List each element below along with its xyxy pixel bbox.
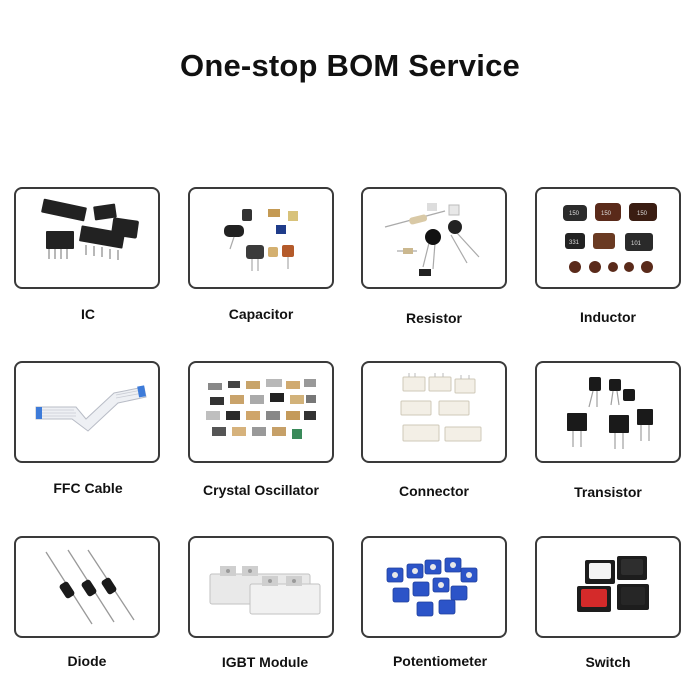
- page-title: One-stop BOM Service: [180, 48, 520, 83]
- category-card-resistor[interactable]: [361, 187, 507, 289]
- category-label-transistor: Transistor: [574, 484, 642, 500]
- category-card-inductor[interactable]: 150 150 150 331 101: [535, 187, 681, 289]
- category-label-crystal-oscillator: Crystal Oscillator: [203, 482, 319, 498]
- potentiometer-icon: [386, 557, 478, 617]
- category-label-connector: Connector: [399, 483, 469, 499]
- svg-text:101: 101: [631, 241, 642, 247]
- inductor-icon: 150 150 150 331 101: [563, 203, 657, 273]
- svg-text:331: 331: [569, 240, 580, 246]
- connector-icon: [400, 373, 482, 442]
- ffc-cable-icon: [35, 385, 147, 432]
- category-card-transistor[interactable]: [535, 361, 681, 463]
- capacitor-icon: [224, 209, 298, 271]
- category-card-switch[interactable]: [535, 536, 681, 638]
- category-card-ic[interactable]: [14, 187, 160, 289]
- category-label-switch: Switch: [585, 654, 631, 670]
- category-label-resistor: Resistor: [405, 310, 463, 326]
- category-card-potentiometer[interactable]: [361, 536, 507, 638]
- category-label-inductor: Inductor: [580, 309, 636, 325]
- svg-text:150: 150: [601, 211, 612, 217]
- category-card-diode[interactable]: [14, 536, 160, 638]
- igbt-module-icon: [209, 566, 321, 615]
- category-card-connector[interactable]: [361, 361, 507, 463]
- diode-icon: [45, 549, 135, 625]
- category-card-igbt-module[interactable]: [188, 536, 334, 638]
- crystal-oscillator-icon: [206, 379, 316, 439]
- category-card-crystal-oscillator[interactable]: [188, 361, 334, 463]
- resistor-icon: [384, 203, 480, 276]
- ic-chip-icon: [41, 198, 139, 260]
- category-card-capacitor[interactable]: [188, 187, 334, 289]
- category-label-capacitor: Capacitor: [228, 306, 294, 322]
- category-label-ffc-cable: FFC Cable: [53, 480, 123, 496]
- category-label-diode: Diode: [67, 653, 107, 669]
- category-label-igbt-module: IGBT Module: [221, 654, 309, 670]
- svg-text:150: 150: [637, 211, 648, 217]
- category-label-potentiometer: Potentiometer: [392, 653, 488, 669]
- svg-text:150: 150: [569, 211, 580, 217]
- transistor-icon: [567, 377, 653, 449]
- category-label-ic: IC: [81, 306, 95, 322]
- switch-icon: [577, 556, 649, 612]
- category-card-ffc-cable[interactable]: [14, 361, 160, 463]
